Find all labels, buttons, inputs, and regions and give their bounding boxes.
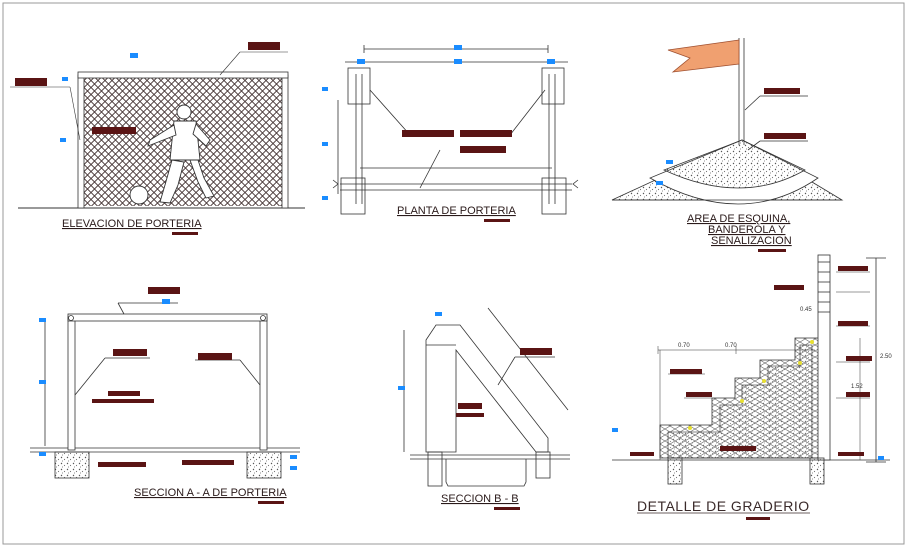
title-seccion-bb: SECCION B - B [441, 493, 519, 505]
annotation-tag [838, 452, 864, 456]
annotation-tag [458, 403, 482, 409]
title-elevacion: ELEVACION DE PORTERIA [62, 218, 202, 230]
annotation-tag [402, 130, 454, 137]
annotation-tag [92, 127, 136, 134]
annotation-tag [670, 369, 702, 374]
dimension-label: 0.70 [678, 343, 690, 349]
dimension-marker [39, 452, 46, 456]
annotation-tag [764, 88, 800, 94]
annotation-tag [98, 462, 146, 467]
annotation-tag [248, 42, 280, 50]
dimension-marker [612, 428, 618, 432]
dimension-marker [62, 77, 68, 81]
dimension-marker [290, 455, 297, 459]
dimension-marker [39, 380, 46, 384]
drawing-planta [322, 45, 579, 215]
title-seccion-aa: SECCION A - A DE PORTERIA [134, 487, 287, 499]
dimension-marker [878, 456, 884, 460]
annotation-tag [460, 130, 512, 137]
dimension-marker [60, 138, 66, 142]
dimension-label: 1.52 [851, 384, 863, 390]
svg-text:BANDEROLA Y: BANDEROLA Y [708, 224, 786, 236]
dimension-marker [39, 318, 46, 322]
dimension-marker [290, 466, 297, 470]
dimension-marker [398, 386, 405, 390]
dimension-marker [666, 160, 673, 164]
annotation-tag [774, 285, 804, 290]
annotation-tag [686, 392, 712, 397]
annotation-tag [113, 349, 147, 356]
svg-text:SENALIZACION: SENALIZACION [711, 235, 792, 247]
dimension-marker [656, 181, 663, 185]
title-planta: PLANTA DE PORTERIA [397, 205, 516, 217]
drawing-graderio [612, 254, 890, 485]
goalkeeper-figure [147, 104, 215, 204]
annotation-tag [182, 460, 234, 465]
dimension-marker [454, 59, 462, 64]
annotation-tag [720, 446, 756, 451]
title-graderio: DETALLE DE GRADERIO [637, 498, 810, 514]
annotation-tag [846, 392, 870, 397]
dimension-marker [435, 312, 442, 316]
drawing-seccion-bb [398, 307, 570, 487]
drawing-seccion-aa [30, 287, 300, 479]
svg-text:AREA DE ESQUINA,: AREA DE ESQUINA, [687, 213, 790, 225]
annotation-tag [520, 348, 552, 355]
dimension-marker [322, 196, 328, 200]
annotation-tag [456, 413, 484, 417]
annotation-tag [92, 399, 154, 403]
annotation-tag [198, 353, 232, 360]
annotation-tag [838, 266, 868, 271]
dimension-marker [357, 59, 365, 64]
dimension-marker [322, 142, 328, 146]
annotation-tag [108, 391, 140, 396]
corner-flag [667, 39, 740, 73]
annotation-tag [15, 78, 47, 86]
dimension-marker [162, 299, 170, 304]
annotation-tag [630, 452, 654, 456]
dimension-label: 0.70 [725, 343, 737, 349]
drawing-area-esquina [611, 38, 844, 205]
annotation-tag [838, 321, 868, 326]
drawing-elevacion: ELEVACION DE PORTERIA [10, 42, 305, 235]
annotation-tag [846, 356, 872, 361]
annotation-tag [460, 146, 506, 153]
dimension-marker [322, 87, 328, 91]
dimension-marker [547, 59, 555, 64]
annotation-tag [764, 133, 806, 139]
dimension-label: 0.45 [800, 307, 812, 313]
dimension-marker [454, 45, 462, 50]
title-area-esquina: AREA DE ESQUINA, BANDEROLA Y SENALIZACIO… [687, 213, 792, 247]
dimension-marker [130, 53, 138, 58]
dimension-label: 2.50 [880, 354, 892, 360]
annotation-tag [148, 287, 180, 294]
ball [129, 185, 149, 205]
